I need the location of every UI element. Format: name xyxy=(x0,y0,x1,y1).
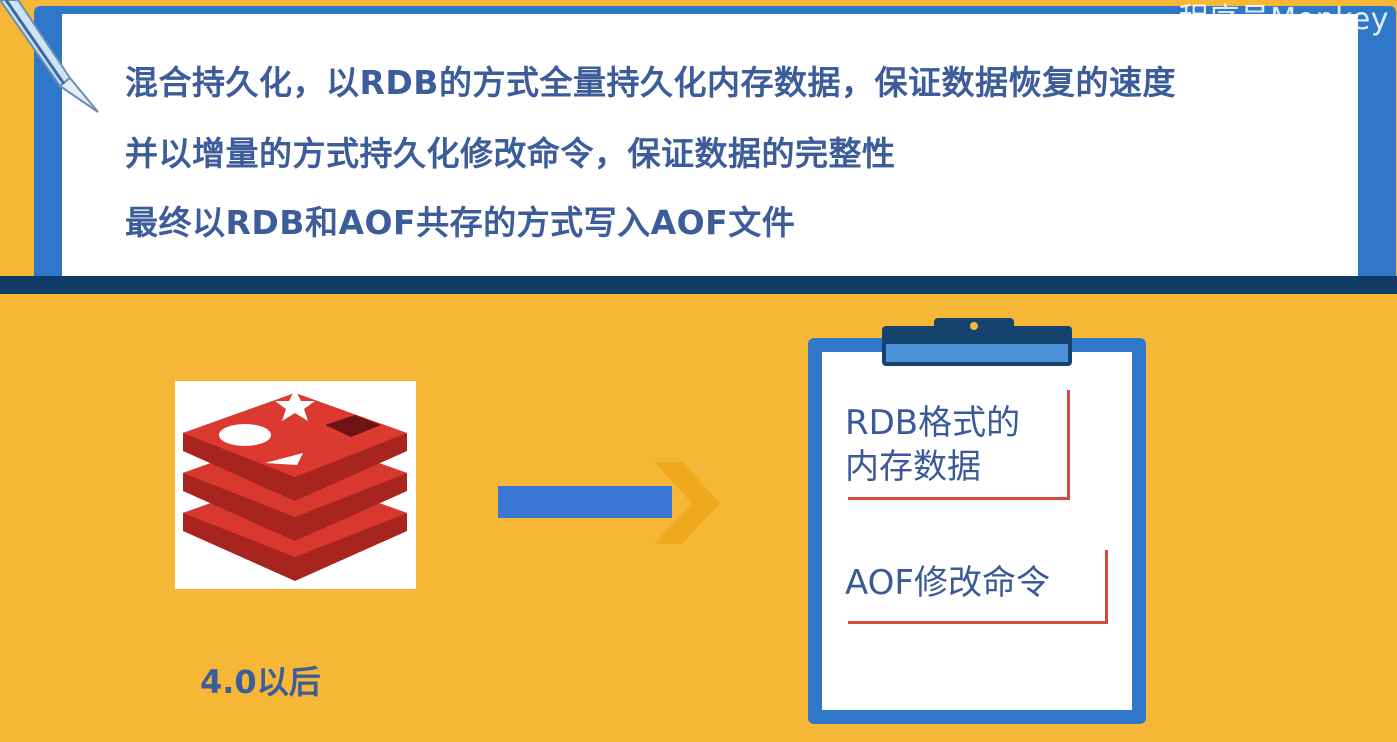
watermark: 程序员Monkey xyxy=(1178,2,1389,37)
aof-command-card: AOF修改命令 xyxy=(845,547,1105,621)
rdb-card-line-2: 内存数据 xyxy=(845,447,981,487)
clipboard-icon xyxy=(808,318,1146,724)
header-line-3: 最终以RDB和AOF共存的方式写入AOF文件 xyxy=(125,203,796,242)
arrow-right-icon xyxy=(498,462,720,544)
header-line-1: 混合持久化，以RDB的方式全量持久化内存数据，保证数据恢复的速度 xyxy=(125,63,1176,102)
rdb-card-line-1: RDB格式的 xyxy=(845,403,1021,443)
text-panel xyxy=(62,14,1358,276)
rdb-data-card: RDB格式的 内存数据 xyxy=(845,387,1067,497)
redis-logo xyxy=(175,381,416,589)
header-line-2: 并以增量的方式持久化修改命令，保证数据的完整性 xyxy=(125,134,896,173)
version-label: 4.0以后 xyxy=(200,663,321,701)
aof-card-line-1: AOF修改命令 xyxy=(845,563,1050,603)
pen-icon xyxy=(0,0,99,113)
panel-stripe xyxy=(0,276,1397,294)
redis-logo-icon xyxy=(183,389,407,581)
